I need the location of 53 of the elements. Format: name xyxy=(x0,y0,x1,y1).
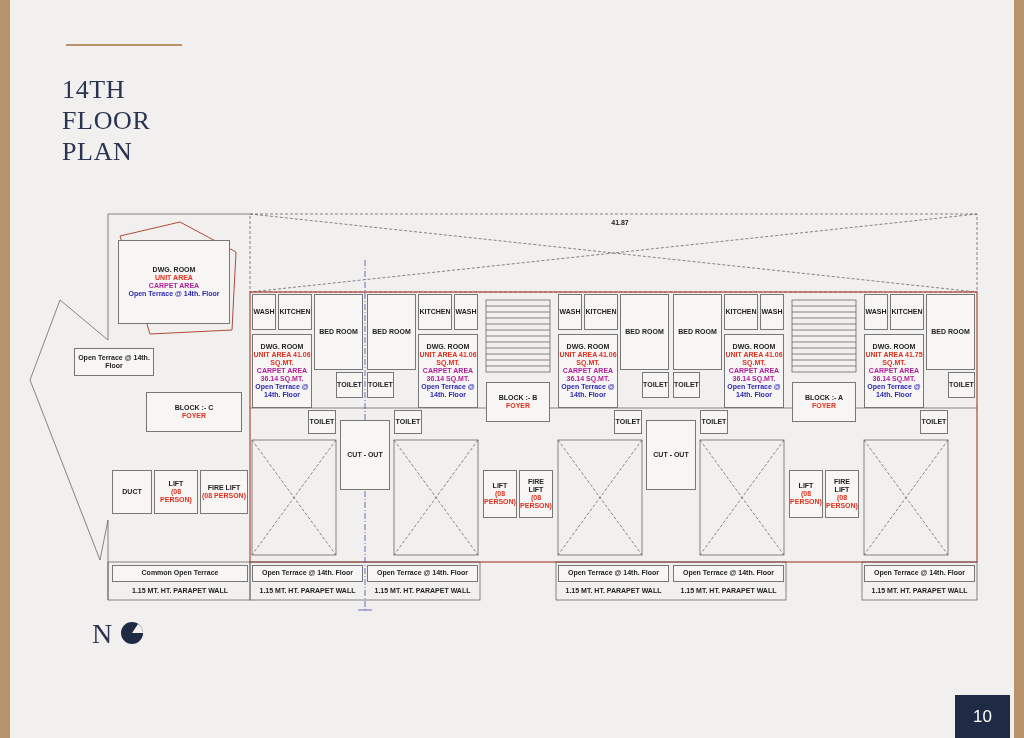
room-label-box xyxy=(418,334,478,408)
page-title: 14TH FLOOR PLAN xyxy=(62,74,152,167)
room-label-box xyxy=(673,372,700,398)
room-label-box xyxy=(74,348,154,376)
room-label-box xyxy=(673,294,722,370)
room-label-box xyxy=(454,294,478,330)
room-label-box xyxy=(864,334,924,408)
room-label-box xyxy=(252,565,363,582)
room-label-box xyxy=(926,294,975,370)
room-label-box xyxy=(308,410,336,434)
room-label-box xyxy=(367,565,478,582)
room-label-box xyxy=(646,420,696,490)
room-label-box xyxy=(558,334,618,408)
page-number: 10 xyxy=(955,695,1010,738)
room-label-box xyxy=(948,372,975,398)
room-label-box xyxy=(724,334,784,408)
room-label-box xyxy=(920,410,948,434)
room-label-box xyxy=(558,565,669,582)
room-label-box xyxy=(146,392,242,432)
room-label-box xyxy=(558,294,582,330)
room-label-box xyxy=(200,470,248,514)
room-label-box xyxy=(394,410,422,434)
north-label: N xyxy=(92,620,113,648)
room-label-box xyxy=(112,470,152,514)
room-label-box xyxy=(367,372,394,398)
room-label-box xyxy=(792,382,856,422)
room-label-box xyxy=(112,565,248,582)
room-label-box xyxy=(673,565,784,582)
room-label-box xyxy=(614,410,642,434)
room-label-box xyxy=(825,470,859,518)
room-label-box xyxy=(890,294,924,330)
room-label-box xyxy=(367,294,416,370)
room-label-box xyxy=(118,240,230,324)
room-label-box xyxy=(340,420,390,490)
room-label-box xyxy=(418,294,452,330)
room-label-box xyxy=(278,294,312,330)
room-label-box xyxy=(789,470,823,518)
room-label-box xyxy=(519,470,553,518)
room-label-box xyxy=(642,372,669,398)
room-label-box xyxy=(700,410,728,434)
room-label-box xyxy=(483,470,517,518)
room-label-box xyxy=(620,294,669,370)
room-label-box xyxy=(584,294,618,330)
room-label-box xyxy=(336,372,363,398)
room-label-box xyxy=(314,294,363,370)
room-label-box xyxy=(864,565,975,582)
room-label-box xyxy=(252,294,276,330)
room-label-box xyxy=(252,334,312,408)
room-label-box xyxy=(724,294,758,330)
room-label-box xyxy=(760,294,784,330)
room-label-box xyxy=(486,382,550,422)
room-label-box xyxy=(864,294,888,330)
room-label-box xyxy=(154,470,198,514)
